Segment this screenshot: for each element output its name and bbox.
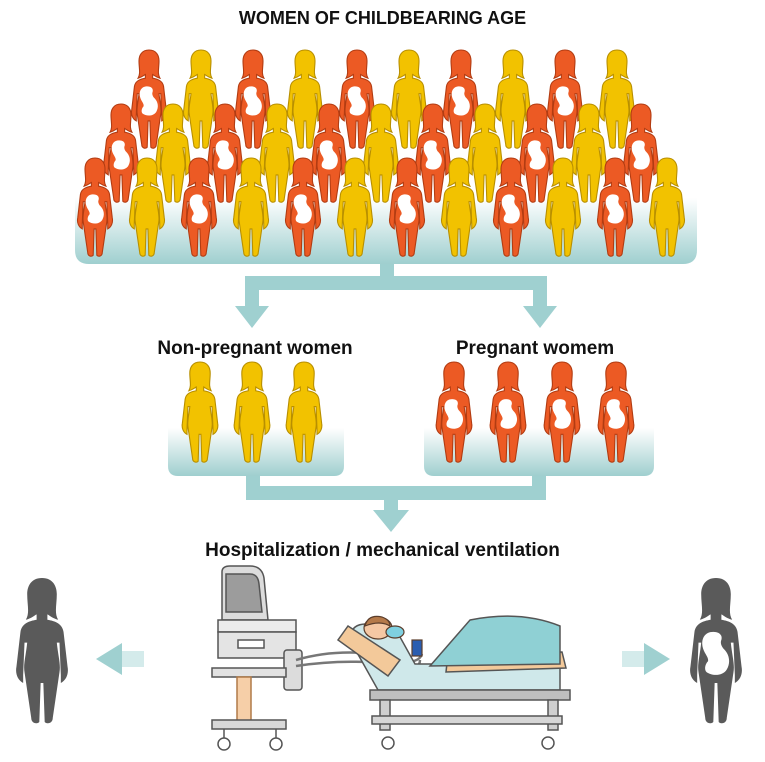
pregnant-woman-figure-icon <box>442 49 480 149</box>
split-arrows <box>235 264 557 328</box>
merge-arrows <box>246 476 546 532</box>
woman-figure-icon <box>494 49 532 149</box>
patient-head-icon <box>363 615 423 657</box>
pregnant-woman-figure-icon <box>130 49 168 149</box>
crowd-platform <box>75 198 697 264</box>
non-pregnant-silhouette-icon <box>16 578 68 724</box>
pregnant-woman-figure-icon <box>338 49 376 149</box>
right-outcome-arrow <box>622 643 670 675</box>
outcome-label: Hospitalization / mechanical ventilation <box>205 540 560 561</box>
pregnant-platform <box>424 428 654 476</box>
woman-figure-icon <box>182 49 220 149</box>
ventilator-icon <box>211 565 303 751</box>
woman-figure-icon <box>390 49 428 149</box>
woman-figure-icon <box>598 49 636 149</box>
woman-figure-icon <box>286 49 324 149</box>
pregnant-woman-figure-icon <box>234 49 272 149</box>
left-outcome-arrow <box>96 643 144 675</box>
hospital-bed-icon <box>336 615 571 750</box>
pregnant-woman-figure-icon <box>622 103 660 203</box>
pregnant-label: Pregnant womem <box>455 338 615 359</box>
non-pregnant-label: Non-pregnant women <box>157 338 353 359</box>
pregnant-silhouette-icon <box>690 578 742 724</box>
diagram-title: WOMEN OF CHILDBEARING AGE <box>238 8 527 28</box>
group-figures <box>181 361 635 463</box>
pregnant-woman-figure-icon <box>546 49 584 149</box>
